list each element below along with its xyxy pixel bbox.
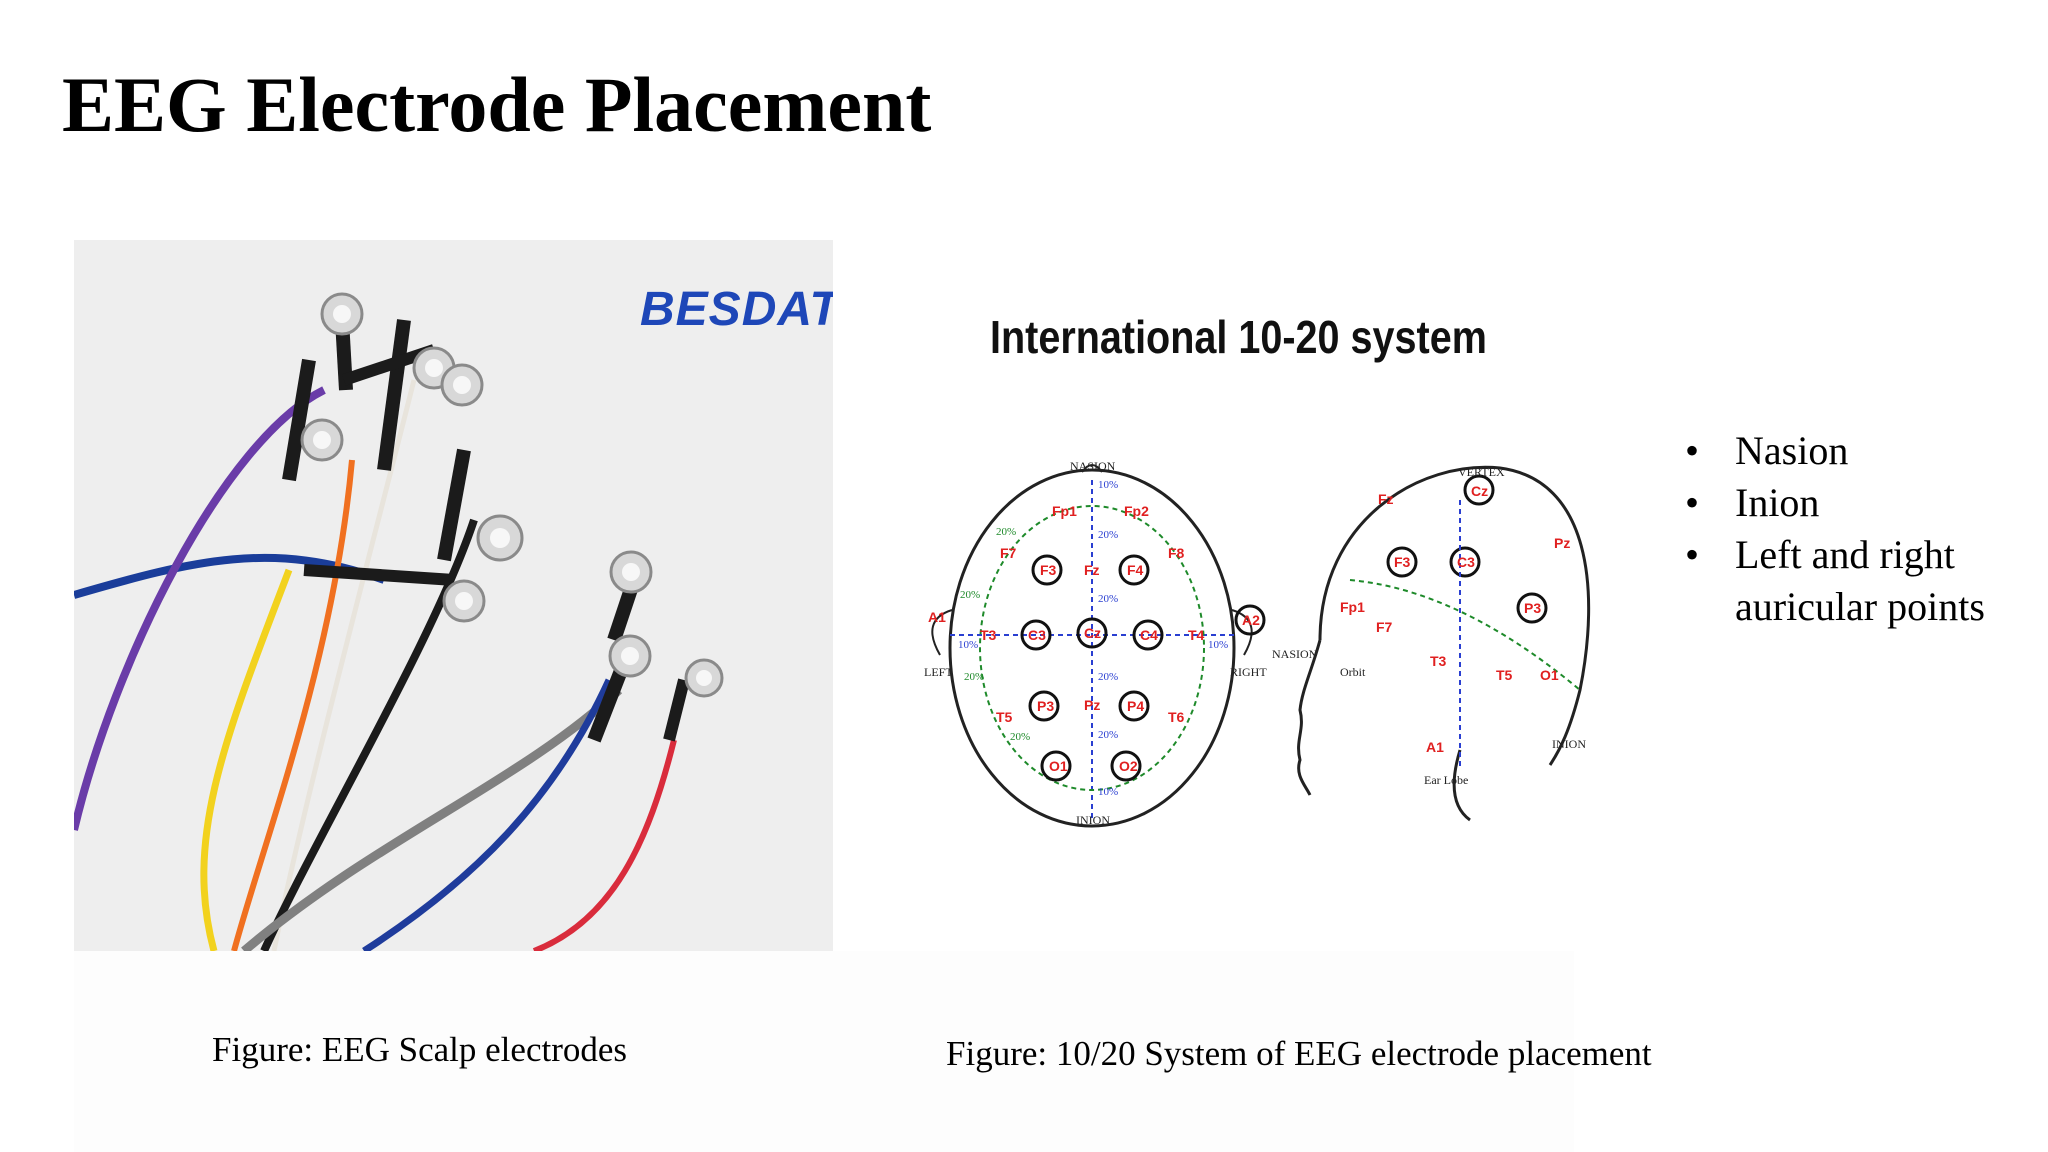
label-nasion-top: NASION: [1070, 459, 1116, 473]
background-panel: [74, 951, 1574, 1152]
electrode-c3: C3: [1028, 627, 1046, 643]
electrode-pz: Pz: [1084, 697, 1100, 713]
side-view: [1297, 465, 1591, 822]
percent-label: 20%: [1098, 593, 1118, 605]
electrode-fz: Fz: [1084, 562, 1100, 578]
percent-label: 10%: [1098, 786, 1118, 798]
percent-label: 20%: [1098, 529, 1118, 541]
percent-label: 10%: [1208, 639, 1228, 651]
percent-label: 20%: [960, 589, 980, 601]
bullet-list: Nasion Inion Left and right auricular po…: [1685, 425, 2035, 633]
bullet-item: Inion: [1685, 477, 2035, 529]
electrode-p4: P4: [1127, 698, 1144, 714]
electrode-t6: T6: [1168, 709, 1185, 725]
electrode-fz-side: Fz: [1378, 491, 1394, 507]
percent-label: 20%: [996, 526, 1016, 538]
electrode-fp2: Fp2: [1124, 503, 1149, 519]
electrode-o1-side: O1: [1540, 667, 1559, 683]
electrode-f7-side: F7: [1376, 619, 1393, 635]
percent-label: 10%: [1098, 479, 1118, 491]
electrode-f8: F8: [1168, 545, 1185, 561]
electrodes-photo: BESDATA: [74, 240, 833, 951]
percent-label: 20%: [1098, 729, 1118, 741]
slide-title: EEG Electrode Placement: [62, 61, 932, 148]
electrode-cables-illustration: [74, 240, 833, 951]
label-left: LEFT: [924, 665, 953, 679]
ten-twenty-diagram: International 10-20 system: [900, 290, 1620, 850]
electrode-cz: Cz: [1084, 625, 1101, 641]
label-nasion-side: NASION: [1272, 647, 1318, 661]
percent-label: 10%: [958, 639, 978, 651]
caption-ten-twenty: Figure: 10/20 System of EEG electrode pl…: [946, 1034, 1652, 1073]
bullet-item: Left and right auricular points: [1685, 529, 2035, 633]
label-inion-top: INION: [1076, 813, 1110, 827]
bullet-item: Nasion: [1685, 425, 2035, 477]
electrode-f7: F7: [1000, 545, 1017, 561]
electrode-f3-side: F3: [1394, 554, 1411, 570]
label-right: RIGHT: [1230, 665, 1267, 679]
label-vertex: VERTEX: [1458, 465, 1505, 479]
label-inion-side: INION: [1552, 737, 1586, 751]
electrode-c3-side: C3: [1457, 554, 1475, 570]
electrode-t4: T4: [1188, 627, 1205, 643]
electrode-f3: F3: [1040, 562, 1057, 578]
electrode-o1: O1: [1049, 758, 1068, 774]
percent-label: 20%: [1010, 731, 1030, 743]
electrode-cz-side: Cz: [1471, 483, 1488, 499]
electrode-a1: A1: [928, 609, 946, 625]
caption-scalp-electrodes: Figure: EEG Scalp electrodes: [212, 1030, 628, 1069]
electrode-t3: T3: [980, 627, 997, 643]
label-ear-lobe: Ear Lobe: [1424, 773, 1468, 787]
electrode-t5-side: T5: [1496, 667, 1513, 683]
top-view: [931, 464, 1266, 828]
electrode-t5: T5: [996, 709, 1013, 725]
electrode-t3-side: T3: [1430, 653, 1447, 669]
brand-logo: BESDATA: [640, 283, 833, 336]
electrode-p3-side: P3: [1524, 600, 1541, 616]
electrode-f4: F4: [1127, 562, 1144, 578]
percent-label: 20%: [1098, 671, 1118, 683]
diagram-title: International 10-20 system: [990, 311, 1487, 363]
percent-label: 20%: [964, 671, 984, 683]
electrode-fp1: Fp1: [1052, 503, 1077, 519]
electrode-p3: P3: [1037, 698, 1054, 714]
electrode-a1-side: A1: [1426, 739, 1444, 755]
electrode-pz-side: Pz: [1554, 535, 1570, 551]
electrode-o2: O2: [1119, 758, 1138, 774]
electrode-fp1-side: Fp1: [1340, 599, 1365, 615]
ten-twenty-drawing: Fp1 Fp2 F7 F3 Fz F4 F8 T3 C3 Cz C4 T4 T5…: [924, 459, 1591, 828]
label-orbit: Orbit: [1340, 665, 1366, 679]
electrode-c4: C4: [1140, 627, 1158, 643]
electrode-a2: A2: [1242, 612, 1260, 628]
